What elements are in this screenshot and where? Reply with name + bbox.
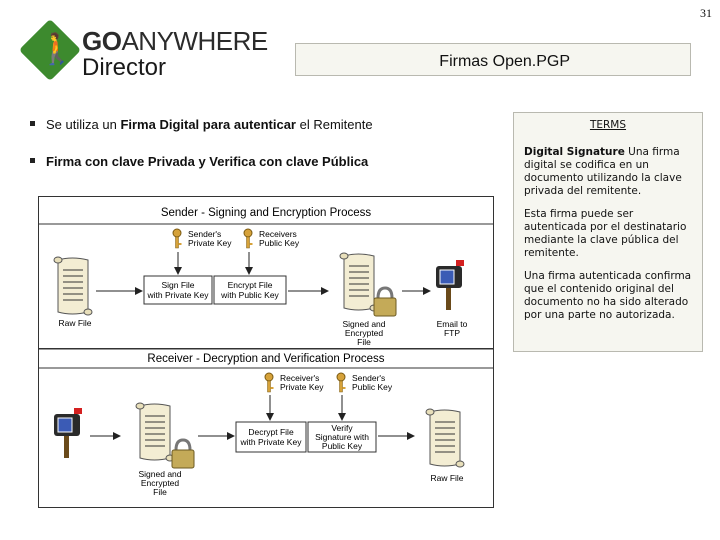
sender-key1-line1: Sender's [188,229,221,239]
bullet-item: Se utiliza un Firma Digital para autenti… [30,117,373,132]
verify-box-line2: Signature with [315,432,369,442]
sign-box-line2: with Private Key [147,290,210,300]
decrypt-box-line1: Decrypt File [248,427,294,437]
email-line2: FTP [444,328,460,338]
terms-paragraph-2: Esta firma puede ser autenticada por el … [524,208,687,259]
slide-title: Firmas Open.PGP [439,53,570,70]
hiker-icon: 🚶 [38,32,76,67]
encrypt-box-line2: with Public Key [220,290,279,300]
bullet-list: Se utiliza un Firma Digital para autenti… [30,117,373,191]
goanywhere-logo: 🚶 GOANYWHERE Director [18,18,284,84]
sender-signed-line1: Signed and [342,319,385,329]
sign-box-line1: Sign File [161,280,194,290]
receiver-signed-line2: Encrypted [141,478,180,488]
receiver-key2-line1: Sender's [352,373,385,383]
page-number: 31 [700,6,712,20]
verify-box-line1: Verify [331,423,353,433]
logo-brand: GOANYWHERE [82,26,268,56]
bullet-icon [30,158,35,163]
bullet-icon [30,121,35,126]
sender-raw-file-label: Raw File [58,318,91,328]
receiver-signed-line1: Signed and [138,469,181,479]
terms-paragraph-1: Digital Signature Una firma digital se c… [524,146,682,197]
sender-header: Sender - Signing and Encryption Process [161,207,372,219]
raw-file-scroll-icon [425,408,465,468]
decrypt-box-line2: with Private Key [240,437,303,447]
signed-file-scroll-icon [135,402,175,462]
sender-signed-line2: Encrypted [345,328,384,338]
pgp-diagram: Sender - Signing and Encryption Process … [38,196,494,508]
slide-title-box: Firmas Open.PGP [295,43,691,76]
terms-title: TERMS [589,119,627,131]
sender-signed-line3: File [357,337,371,347]
receiver-header: Receiver - Decryption and Verification P… [147,353,384,365]
email-line1: Email to [437,319,468,329]
bullet-item: Firma con clave Privada y Verifica con c… [30,154,373,169]
signed-file-scroll-icon [339,252,379,312]
sender-key2-line2: Public Key [259,238,300,248]
sender-key2-line1: Receivers [259,229,297,239]
receiver-key2-line2: Public Key [352,382,393,392]
receiver-key1-line2: Private Key [280,382,324,392]
logo-product: Director [82,54,167,81]
receiver-signed-line3: File [153,487,167,497]
encrypt-box-line1: Encrypt File [228,280,273,290]
raw-file-scroll-icon [53,256,93,316]
receiver-key1-line1: Receiver's [280,373,319,383]
verify-box-line3: Public Key [322,441,363,451]
terms-box: TERMS Digital Signature Una firma digita… [513,112,703,352]
terms-paragraph-3: Una firma autenticada confirma que el co… [524,270,692,321]
receiver-raw-file-label: Raw File [430,473,463,483]
sender-key1-line2: Private Key [188,238,232,248]
